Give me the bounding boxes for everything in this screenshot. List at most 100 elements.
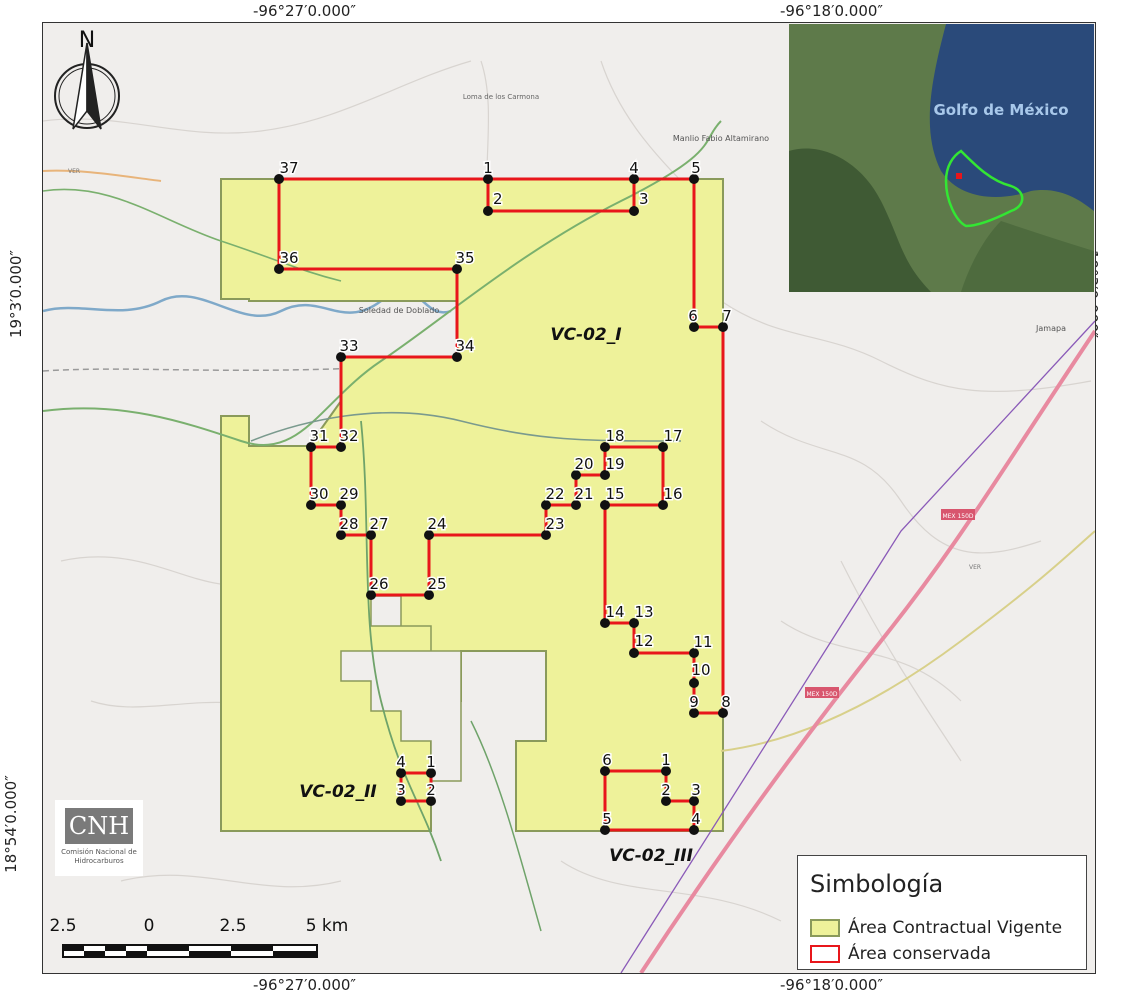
vc02-i-vertex-label-6: 6 xyxy=(688,307,698,325)
vc02-iii-vertex-2[interactable] xyxy=(661,796,671,806)
vc02-i-vertex-label-36: 36 xyxy=(279,249,298,267)
vc02-i-vertex-21[interactable] xyxy=(571,500,581,510)
inset-state-outline xyxy=(944,149,1024,228)
vc02-iii-vertex-6[interactable] xyxy=(600,766,610,776)
vc02-iii-vertex-label-3: 3 xyxy=(691,781,701,799)
legend-label-vigente: Área Contractual Vigente xyxy=(848,918,1063,938)
vc02-ii-vertex-label-4: 4 xyxy=(396,753,406,771)
vc02-i-vertex-29[interactable] xyxy=(336,500,346,510)
vc02-iii-vertex-4[interactable] xyxy=(689,825,699,835)
vc02-i-vertex-26[interactable] xyxy=(366,590,376,600)
legend-swatch-vigente xyxy=(810,919,840,937)
north-arrow-label: N xyxy=(79,28,95,53)
vc02-i-vertex-3[interactable] xyxy=(629,206,639,216)
vc02-i-vertex-27[interactable] xyxy=(366,530,376,540)
vc02-i-vertex-10[interactable] xyxy=(689,678,699,688)
vc02-i-vertex-13[interactable] xyxy=(629,618,639,628)
vc02-i-vertex-15[interactable] xyxy=(600,500,610,510)
inset-map[interactable]: Golfo de México xyxy=(789,24,1094,292)
map-canvas[interactable]: Soledad de Doblado Manlio Fabio Altamira… xyxy=(42,23,1097,975)
place-soledad: Soledad de Doblado xyxy=(359,306,440,315)
vc02-i-vertex-23[interactable] xyxy=(541,530,551,540)
vc02-i-vertex-label-25: 25 xyxy=(427,575,446,593)
vc02-i-vertex-label-21: 21 xyxy=(574,485,593,503)
vc02-i-vertex-37[interactable] xyxy=(274,174,284,184)
vc02-i-vertex-31[interactable] xyxy=(306,442,316,452)
vc02-i-vertex-25[interactable] xyxy=(424,590,434,600)
label-mex150d-2: MEX 150D xyxy=(806,691,837,698)
place-loma: Loma de los Carmona xyxy=(463,93,539,101)
vc02-i-vertex-6[interactable] xyxy=(689,322,699,332)
vc02-i-vertex-35[interactable] xyxy=(452,264,462,274)
vc02-i-vertex-label-11: 11 xyxy=(693,633,712,651)
vc02-ii-vertex-2[interactable] xyxy=(426,796,436,806)
stream-east xyxy=(470,720,542,932)
vc02-i-vertex-label-9: 9 xyxy=(689,693,699,711)
vc02-i-vertex-11[interactable] xyxy=(689,648,699,658)
coord-bottom-right: -96°18′0.000″ xyxy=(780,976,884,994)
vc02-iii-vertex-label-5: 5 xyxy=(602,810,612,828)
vc02-i-vertex-17[interactable] xyxy=(658,442,668,452)
coord-top-left: -96°27′0.000″ xyxy=(253,2,357,20)
vc02-ii-vertex-4[interactable] xyxy=(396,768,406,778)
vc02-i-vertex-32[interactable] xyxy=(336,442,346,452)
vc02-i-vertex-4[interactable] xyxy=(629,174,639,184)
vc02-i-vertex-5[interactable] xyxy=(689,174,699,184)
vc02-i-vertex-12[interactable] xyxy=(629,648,639,658)
vc02-ii-vertex-3[interactable] xyxy=(396,796,406,806)
coord-bottom-left: -96°27′0.000″ xyxy=(253,976,357,994)
road-ver-east xyxy=(720,530,1096,752)
vc02-i-vertex-label-18: 18 xyxy=(605,427,624,445)
vc02-i-vertex-label-19: 19 xyxy=(605,455,624,473)
vc02-i-vertex-label-7: 7 xyxy=(722,307,732,325)
coord-left-bottom: 18°54′0.000″ xyxy=(1,775,20,873)
coord-top-right: -96°18′0.000″ xyxy=(780,2,884,20)
legend: Simbología Área Contractual Vigente Área… xyxy=(797,855,1087,970)
vc02-ii-vertex-label-3: 3 xyxy=(396,781,406,799)
vc02-i-vertex-33[interactable] xyxy=(336,352,346,362)
vc02-i-vertex-1[interactable] xyxy=(483,174,493,184)
vc02-ii-vertex-1[interactable] xyxy=(426,768,436,778)
vc02-i-vertex-2[interactable] xyxy=(483,206,493,216)
legend-item-vigente: Área Contractual Vigente xyxy=(810,918,1062,938)
vc02-i-vertex-20[interactable] xyxy=(571,470,581,480)
vc02-i-vertex-label-22: 22 xyxy=(545,485,564,503)
vc02-i-vertex-28[interactable] xyxy=(336,530,346,540)
vc02-i-vertex-8[interactable] xyxy=(718,708,728,718)
cnh-logo-name: Comisión Nacional de Hidrocarburos xyxy=(61,848,137,865)
vc02-i-vertex-9[interactable] xyxy=(689,708,699,718)
map-frame[interactable]: Soledad de Doblado Manlio Fabio Altamira… xyxy=(42,22,1097,975)
north-arrow: N xyxy=(54,28,120,130)
legend-title: Simbología xyxy=(810,870,944,898)
vc02-i-vertex-label-1: 1 xyxy=(483,159,493,177)
vc02-i-vertex-14[interactable] xyxy=(600,618,610,628)
vc02-i-vertex-24[interactable] xyxy=(424,530,434,540)
vc02-i-vertex-36[interactable] xyxy=(274,264,284,274)
vc02-i-vertex-label-16: 16 xyxy=(663,485,682,503)
vc02-iii-vertex-1[interactable] xyxy=(661,766,671,776)
vc02-i-vertex-7[interactable] xyxy=(718,322,728,332)
vc02-i-vertex-label-12: 12 xyxy=(634,632,653,650)
vc02-i-vertex-label-23: 23 xyxy=(545,515,564,533)
shield-mex150d-2 xyxy=(805,687,839,698)
vc02-iii-vertex-3[interactable] xyxy=(689,796,699,806)
vc02-i-vertex-18[interactable] xyxy=(600,442,610,452)
inset-land-dark xyxy=(789,148,931,292)
vc02-i-vertex-label-2: 2 xyxy=(493,190,503,208)
scale-label-1: 0 xyxy=(144,916,155,936)
place-manlio: Manlio Fabio Altamirano xyxy=(673,134,769,143)
vc02-i-vertex-19[interactable] xyxy=(600,470,610,480)
scale-label-0: 2.5 xyxy=(49,916,76,936)
vc02-i-vertex-16[interactable] xyxy=(658,500,668,510)
scale-bar: 2.5 0 2.5 5 km xyxy=(49,916,348,958)
area-label-vc02-i: VC-02_I xyxy=(550,325,621,345)
vc02-i-vertex-label-33: 33 xyxy=(339,337,358,355)
inset-location-marker xyxy=(956,173,962,179)
shield-mex150d xyxy=(941,509,975,520)
vc02-i-vertex-34[interactable] xyxy=(452,352,462,362)
vc02-i-vertex-22[interactable] xyxy=(541,500,551,510)
vc02-i-vertex-30[interactable] xyxy=(306,500,316,510)
vc02-iii-vertex-5[interactable] xyxy=(600,825,610,835)
